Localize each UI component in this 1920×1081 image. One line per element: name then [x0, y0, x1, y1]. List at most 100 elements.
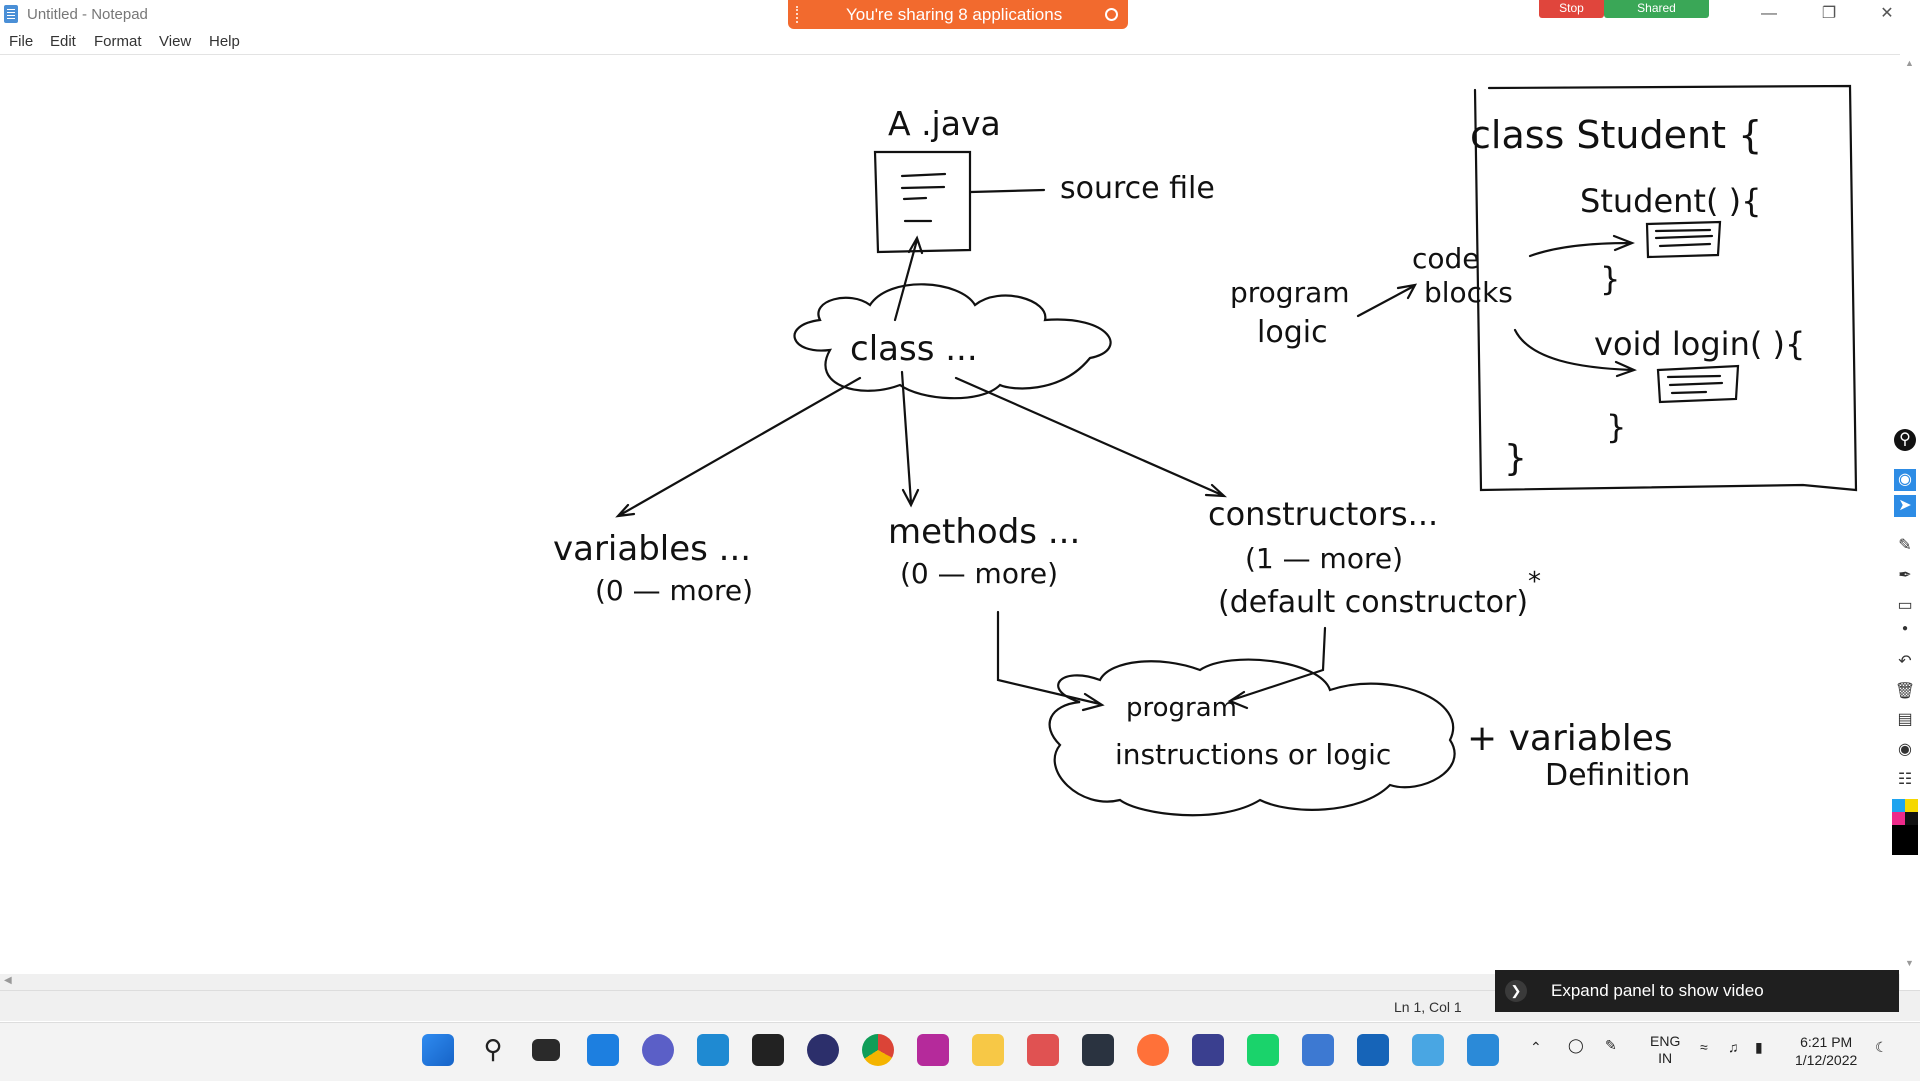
record-icon[interactable] [1105, 8, 1118, 21]
menu-view[interactable]: View [159, 33, 192, 50]
arrow-class-to-file [893, 235, 924, 322]
screen-icon[interactable]: ▤ [1897, 711, 1913, 728]
label-variables-count: (0 — more) [595, 574, 753, 607]
notification-icon[interactable]: ☾ [1875, 1039, 1888, 1055]
label-blocks: blocks [1424, 276, 1513, 309]
scroll-down-icon[interactable]: ▼ [1905, 958, 1914, 968]
shared-indicator[interactable]: Shared [1604, 0, 1709, 18]
app-red-icon[interactable] [1027, 1034, 1059, 1066]
label-default-constructor: (default constructor) [1218, 585, 1528, 620]
color-selected-swatch[interactable] [1892, 825, 1918, 855]
label-variables: variables ... [553, 529, 751, 569]
clock-time: 6:21 PM [1800, 1034, 1853, 1050]
menu-file[interactable]: File [9, 33, 34, 50]
terminal-icon[interactable] [752, 1034, 784, 1066]
pen-icon[interactable]: ✒ [1898, 567, 1912, 584]
menu-format[interactable]: Format [94, 33, 142, 50]
label-void-login: void login( ){ [1594, 325, 1805, 363]
eye-icon[interactable]: ◉ [1894, 469, 1916, 491]
chat-icon[interactable] [642, 1034, 674, 1066]
text-editor-area[interactable] [0, 54, 1900, 975]
paint-icon[interactable] [917, 1034, 949, 1066]
widgets-icon[interactable] [587, 1034, 619, 1066]
sharing-text: You're sharing 8 applications [846, 5, 1063, 24]
menu-help[interactable]: Help [209, 33, 240, 50]
notepad-taskbar-icon[interactable] [1302, 1034, 1334, 1066]
pin-icon[interactable]: ⚲ [1894, 429, 1916, 451]
trash-icon[interactable]: 🗑 [1894, 683, 1916, 700]
label-program-logic-1: program [1230, 276, 1350, 309]
stop-sharing-button[interactable]: Stop [1539, 0, 1604, 18]
color-yellow-swatch[interactable] [1905, 799, 1918, 812]
highlighter-icon[interactable]: ✎ [1898, 537, 1912, 554]
app-blue-icon[interactable] [1412, 1034, 1444, 1066]
task-view-icon[interactable] [532, 1039, 560, 1061]
pointer-icon[interactable]: ➤ [1894, 495, 1916, 517]
expand-video-panel[interactable]: ❯ Expand panel to show video [1495, 970, 1899, 1012]
volume-icon[interactable]: ♫ [1728, 1039, 1739, 1055]
label-class: class ... [850, 329, 978, 369]
drag-handle-icon[interactable] [796, 6, 801, 23]
camera-icon[interactable]: ◉ [1898, 741, 1912, 758]
wifi-icon[interactable]: ≈ [1700, 1039, 1708, 1055]
search-icon[interactable]: ⚲ [483, 1034, 503, 1064]
pycharm-icon[interactable] [1247, 1034, 1279, 1066]
windows-start-icon[interactable] [422, 1034, 454, 1066]
notepad-icon [4, 5, 18, 23]
undo-icon[interactable]: ↶ [1898, 653, 1912, 670]
eraser-icon[interactable]: ▭ [1897, 597, 1913, 614]
clipboard-icon[interactable]: ☷ [1897, 771, 1913, 788]
source-file-line [969, 188, 1046, 194]
mysql-icon[interactable] [1082, 1034, 1114, 1066]
firefox-icon[interactable] [1137, 1034, 1169, 1066]
title-bar: Untitled - Notepad You're sharing 8 appl… [0, 0, 1920, 30]
language-in: IN [1658, 1050, 1673, 1066]
menu-edit[interactable]: Edit [50, 33, 76, 50]
color-black-swatch[interactable] [1905, 812, 1918, 825]
chrome-icon[interactable] [862, 1034, 894, 1066]
eclipse-icon[interactable] [807, 1034, 839, 1066]
label-code: code [1412, 242, 1480, 275]
arrow-to-constructors [954, 376, 1228, 498]
dot-icon[interactable]: ● [1901, 623, 1909, 634]
label-brace-1: } [1600, 260, 1620, 298]
menu-bar: File Edit Format View Help [0, 30, 1920, 54]
file-lines [900, 172, 947, 223]
file-explorer-icon[interactable] [972, 1034, 1004, 1066]
label-class-student: class Student { [1470, 113, 1762, 157]
app-purple-icon[interactable] [1192, 1034, 1224, 1066]
label-constructors-count: (1 — more) [1245, 542, 1403, 575]
battery-icon[interactable]: ▮ [1755, 1039, 1763, 1055]
chevron-right-icon[interactable]: ❯ [1505, 980, 1527, 1002]
label-source-file: source file [1060, 171, 1215, 206]
webex-icon[interactable] [1357, 1034, 1389, 1066]
restore-icon[interactable]: ❐ [1821, 5, 1837, 22]
microphone-icon[interactable]: ◯ [1568, 1037, 1584, 1053]
color-pink-swatch[interactable] [1892, 812, 1905, 825]
arrow-to-variables [615, 376, 862, 518]
vscode-icon[interactable] [697, 1034, 729, 1066]
label-program-logic-2: logic [1257, 315, 1328, 350]
label-program: program [1126, 693, 1237, 723]
minimize-icon[interactable]: — [1761, 5, 1777, 22]
cursor-position: Ln 1, Col 1 [1394, 999, 1462, 1015]
scroll-up-icon[interactable]: ▲ [1905, 58, 1914, 68]
language-indicator[interactable]: ENG IN [1650, 1033, 1680, 1067]
arrow-to-constructor-block [1528, 234, 1635, 258]
scroll-left-icon[interactable]: ◀ [4, 975, 12, 986]
class-cloud [793, 283, 1112, 400]
clock[interactable]: 6:21 PM 1/12/2022 [1795, 1033, 1857, 1069]
constructor-code-block [1645, 220, 1722, 259]
close-icon[interactable]: ✕ [1880, 5, 1894, 22]
label-plus-variables: + variables [1467, 718, 1673, 759]
chevron-up-icon[interactable]: ⌃ [1530, 1039, 1542, 1055]
color-blue-swatch[interactable] [1892, 799, 1905, 812]
sharing-banner[interactable]: You're sharing 8 applications [788, 0, 1128, 29]
language-eng: ENG [1650, 1033, 1681, 1049]
pen-tray-icon[interactable]: ✎ [1605, 1037, 1617, 1053]
horizontal-scrollbar[interactable]: ◀ [0, 974, 1900, 990]
label-methods-count: (0 — more) [900, 557, 1058, 590]
arrow-to-methods [900, 370, 920, 508]
label-a-java: A .java [888, 104, 1001, 143]
photos-icon[interactable] [1467, 1034, 1499, 1066]
